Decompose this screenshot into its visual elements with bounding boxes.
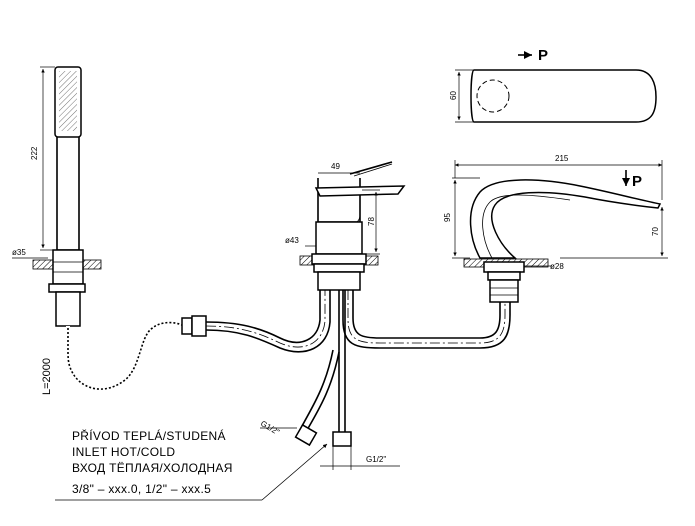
top-view-hole [476, 79, 510, 113]
note-line-1: PŘÍVOD TEPLÁ/STUDENÁ [72, 428, 226, 443]
spout-outlet-height-label: 70 [651, 227, 660, 236]
holder-shank [55, 291, 81, 327]
spout-length-label: 215 [555, 154, 569, 163]
inlet-fittings: G1/2" G1/2" [259, 419, 400, 470]
spout-profile [469, 179, 662, 259]
spout-view-arrow-label: P [632, 173, 642, 190]
note-line-2: INLET HOT/COLD [72, 445, 175, 459]
top-view-outline [470, 69, 657, 123]
body-dia-label: ø43 [285, 236, 299, 245]
hose-length-label: L=2000 [41, 358, 53, 395]
inlet-fitting-left [294, 423, 318, 447]
spout-shank [489, 279, 519, 303]
spout-height-label: 95 [443, 213, 452, 222]
note-line-3: ВХОД ТЁПЛАЯ/ХОЛОДНАЯ [72, 461, 233, 475]
spout-top-view: P 60 [449, 47, 657, 123]
spout-dia-label: ø28 [550, 262, 564, 271]
top-view-arrow-label: P [538, 47, 548, 64]
shower-length-label: 222 [30, 146, 39, 160]
inlet-fitting-right [332, 431, 352, 447]
shower-handle [56, 137, 80, 251]
holder-nut [48, 283, 86, 293]
shower-dia-label: ø35 [12, 248, 26, 257]
mixer-body: 49 ø43 78 [285, 161, 406, 291]
hand-shower: 222 ø35 L=2000 [12, 66, 207, 395]
hose-connector [181, 317, 193, 335]
mixer-shank [317, 271, 361, 291]
supply-pipes [205, 290, 511, 433]
inlet-thread-left-label: G1/2" [259, 419, 281, 437]
shower-nozzles [59, 71, 77, 131]
top-view-width-label: 60 [449, 91, 458, 100]
inlet-thread-right-label: G1/2" [366, 455, 386, 464]
mixer-lower-body [315, 221, 363, 255]
inlet-note: PŘÍVOD TEPLÁ/STUDENÁ INLET HOT/COLD ВХОД… [55, 428, 328, 501]
mixer-lever [314, 185, 406, 197]
note-leader [261, 443, 328, 501]
bath-spout: 215 P 95 70 ø28 [443, 154, 668, 303]
body-height-label: 78 [367, 217, 376, 226]
shower-hose [66, 320, 183, 392]
note-line-4: 3/8" – xxx.0, 1/2" – xxx.5 [72, 482, 211, 496]
shower-holder [52, 249, 84, 285]
body-width-label: 49 [331, 162, 340, 171]
